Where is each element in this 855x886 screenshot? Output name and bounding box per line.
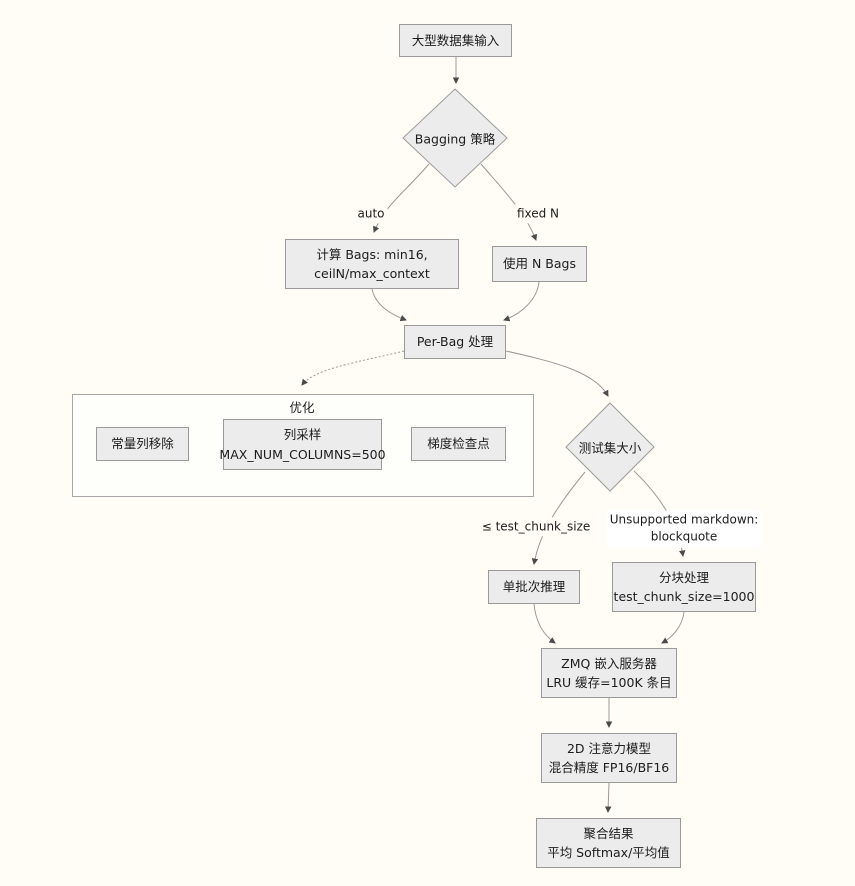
node-per-bag: Per-Bag 处理 [404, 325, 506, 359]
node-zmq-embedding-server-line1: ZMQ 嵌入服务器 [561, 655, 657, 671]
node-column-sampling-line1: 列采样 [283, 427, 322, 443]
subgraph-optimization-label: 优化 [289, 400, 315, 415]
node-gradient-checkpoint: 梯度检查点 [411, 427, 506, 461]
node-calc-bags: 计算 Bags: min16, ceilN/max_context [285, 239, 459, 289]
node-constant-column-removal-label: 常量列移除 [111, 436, 174, 452]
edge-single-batch-to-zmq [533, 603, 556, 644]
node-attention-model: 2D 注意力模型 混合精度 FP16/BF16 [541, 733, 677, 783]
node-attention-model-line1: 2D 注意力模型 [566, 740, 652, 756]
node-single-batch-inference: 单批次推理 [488, 570, 580, 604]
decision-bagging-strategy-label: Bagging 策略 [414, 131, 496, 147]
node-use-n-bags: 使用 N Bags [492, 246, 587, 282]
edge-label-le-test-chunk-size: ≤ test_chunk_size [478, 517, 594, 537]
edge-test-size-to-single-batch [531, 471, 586, 565]
node-chunked-processing: 分块处理 test_chunk_size=1000 [612, 562, 756, 612]
node-aggregate-results-line1: 聚合结果 [583, 825, 634, 841]
edge-label-unsupported-blockquote-line1: Unsupported markdown: [609, 512, 759, 527]
edge-label-unsupported-blockquote-line2: blockquote [650, 530, 718, 544]
node-input: 大型数据集输入 [399, 24, 512, 57]
node-column-sampling: 列采样 MAX_NUM_COLUMNS=500 [219, 419, 386, 470]
node-aggregate-results: 聚合结果 平均 Softmax/平均值 [536, 818, 681, 868]
edge-bagging-to-calc-bags [373, 163, 430, 233]
edge-label-fixed-n: fixed N [513, 204, 563, 224]
edge-bagging-to-use-n-bags [480, 163, 538, 241]
edge-calc-bags-to-per-bag [371, 288, 407, 322]
decision-bagging-strategy [402, 88, 508, 188]
node-constant-column-removal: 常量列移除 [96, 427, 189, 461]
edge-label-auto: auto [354, 204, 388, 224]
node-gradient-checkpoint-label: 梯度检查点 [427, 436, 490, 452]
edge-label-unsupported-blockquote: Unsupported markdown: blockquote [606, 510, 762, 548]
edge-per-bag-to-test-set-size [505, 350, 609, 397]
node-per-bag-label: Per-Bag 处理 [416, 334, 494, 350]
node-use-n-bags-label: 使用 N Bags [503, 256, 576, 272]
decision-test-set-size-label: 测试集大小 [578, 440, 642, 456]
node-calc-bags-line1: 计算 Bags: min16, [316, 246, 428, 262]
node-single-batch-inference-label: 单批次推理 [502, 579, 566, 595]
decision-test-set-size [565, 402, 655, 492]
node-aggregate-results-line2: 平均 Softmax/平均值 [547, 845, 670, 860]
node-attention-model-line2: 混合精度 FP16/BF16 [548, 760, 670, 775]
edge-chunked-to-zmq [661, 611, 685, 644]
edge-attention-to-aggregate [604, 782, 612, 813]
node-calc-bags-line2: ceilN/max_context [314, 266, 430, 281]
node-input-label: 大型数据集输入 [411, 32, 500, 48]
node-column-sampling-line2: MAX_NUM_COLUMNS=500 [219, 446, 386, 462]
node-chunked-processing-line2: test_chunk_size=1000 [613, 589, 755, 604]
node-zmq-embedding-server-line2: LRU 缓存=100K 条目 [546, 675, 672, 690]
edge-use-n-bags-to-per-bag [503, 281, 540, 322]
node-zmq-embedding-server: ZMQ 嵌入服务器 LRU 缓存=100K 条目 [541, 648, 677, 698]
node-chunked-processing-line1: 分块处理 [658, 569, 709, 585]
edge-per-bag-to-optimization [301, 350, 405, 386]
